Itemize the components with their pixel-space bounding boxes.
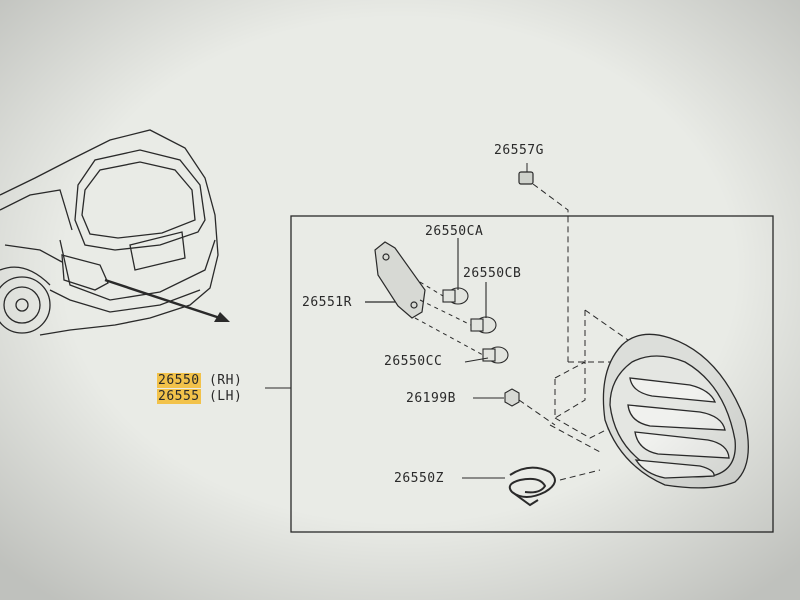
part-label-26550ca: 26550CA: [425, 224, 484, 239]
part-label-26199b: 26199B: [406, 391, 456, 406]
assembly-side-rh: (RH): [208, 373, 243, 388]
assembly-label-rh: 26550 (RH): [157, 373, 242, 388]
assembly-label-lh: 26555 (LH): [157, 389, 242, 404]
part-label-26550z: 26550Z: [394, 471, 444, 486]
part-label-26550cc: 26550CC: [384, 354, 443, 369]
part-label-26551r: 26551R: [302, 295, 352, 310]
part-label-26550cb: 26550CB: [463, 266, 522, 281]
assembly-side-lh: (LH): [208, 389, 243, 404]
assembly-number-lh: 26555: [157, 389, 201, 404]
part-label-26557g: 26557G: [494, 143, 544, 158]
assembly-number-rh: 26550: [157, 373, 201, 388]
